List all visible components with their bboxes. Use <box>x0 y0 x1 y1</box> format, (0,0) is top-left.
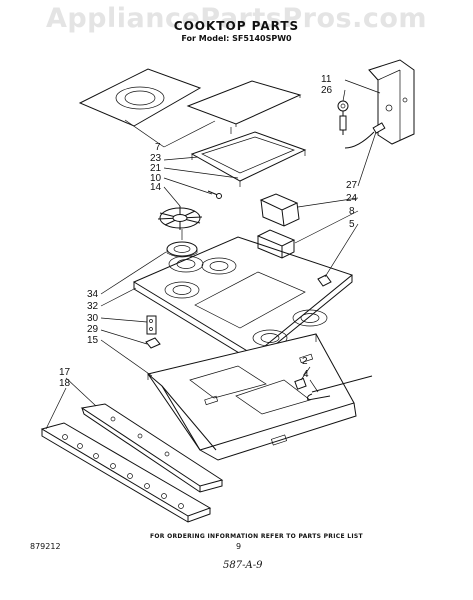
document-number: 879212 <box>30 542 61 551</box>
callout-21: 21 <box>150 163 162 174</box>
griddle-frame <box>190 131 307 187</box>
burner-part <box>166 241 198 258</box>
control-panel <box>40 403 224 523</box>
handwritten-note: 587-A-9 <box>223 560 263 571</box>
main-cooktop <box>132 236 354 363</box>
valve-part <box>294 375 373 401</box>
cover-panel-right <box>186 80 302 127</box>
ordering-info-footer: FOR ORDERING INFORMATION REFER TO PARTS … <box>150 533 363 540</box>
bracket-part <box>256 229 296 259</box>
callout-14: 14 <box>150 182 162 193</box>
callout-5: 5 <box>349 219 355 230</box>
callout-30: 30 <box>87 313 99 324</box>
pointer-arrows <box>181 127 232 240</box>
watermark: AppliancePartsPros.com <box>45 3 428 34</box>
callout-17: 17 <box>59 367 71 378</box>
callout-34: 34 <box>87 289 99 300</box>
clip-part <box>317 274 332 287</box>
spark-electrode <box>145 315 161 349</box>
callout-32: 32 <box>87 301 99 312</box>
spider-grate <box>157 206 203 230</box>
screw-part <box>207 190 222 199</box>
callout-23: 23 <box>150 153 162 164</box>
callout-15: 15 <box>87 335 99 346</box>
burner-box-pan <box>147 333 357 461</box>
callout-26: 26 <box>321 85 333 96</box>
page-number: 9 <box>236 542 242 551</box>
callout-29: 29 <box>87 324 99 335</box>
spark-module <box>337 100 349 135</box>
callout-27: 27 <box>346 180 358 191</box>
callout-2: 2 <box>302 356 308 367</box>
cover-panel-left <box>78 68 202 127</box>
ignition-bracket <box>368 59 415 145</box>
igniter-wire <box>344 122 386 149</box>
leader-lines <box>45 79 381 430</box>
callout-8: 8 <box>349 206 355 217</box>
callout-18: 18 <box>59 378 71 389</box>
diagram-title: COOKTOP PARTS <box>173 19 300 33</box>
callout-4: 4 <box>303 369 309 380</box>
callout-11: 11 <box>321 74 332 85</box>
callout-24: 24 <box>346 193 358 204</box>
callout-10: 10 <box>150 173 162 184</box>
model-line: For Model: SF5140SPW0 <box>181 34 292 43</box>
callout-7: 7 <box>155 142 161 153</box>
burner-box <box>259 193 300 227</box>
